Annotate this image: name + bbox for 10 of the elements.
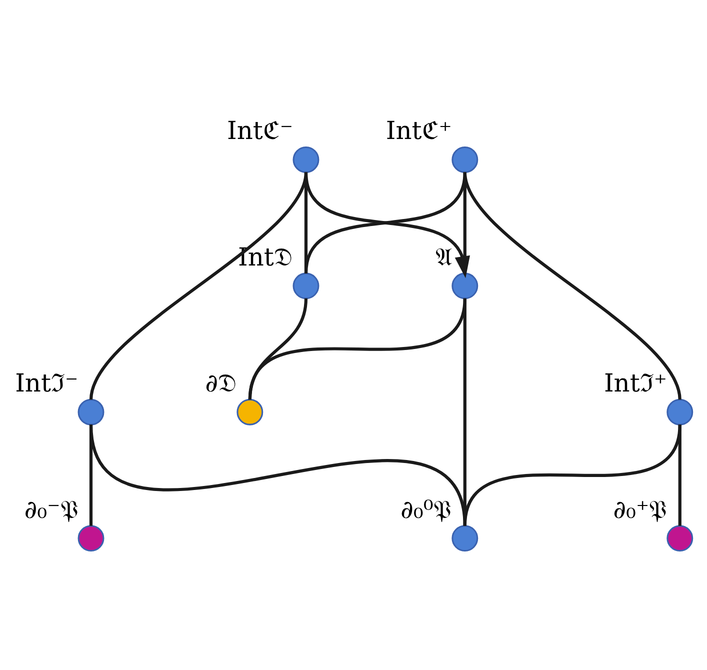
node-label: ∂₀⁻𝔓 (24, 494, 78, 524)
node-label: ∂₀⁺𝔓 (613, 494, 668, 524)
node-label: Intℑ⁺ (604, 368, 667, 398)
node-label: ∂₀⁰𝔓 (400, 494, 452, 524)
node-label: Intℭ⁺ (386, 116, 452, 146)
node-label: 𝔄 (435, 242, 452, 272)
node-label: Intℭ⁻ (227, 116, 294, 146)
node-label: ∂𝔇 (205, 368, 238, 398)
node-label: Int𝔇 (238, 242, 293, 272)
node-label: Intℑ⁻ (15, 368, 78, 398)
